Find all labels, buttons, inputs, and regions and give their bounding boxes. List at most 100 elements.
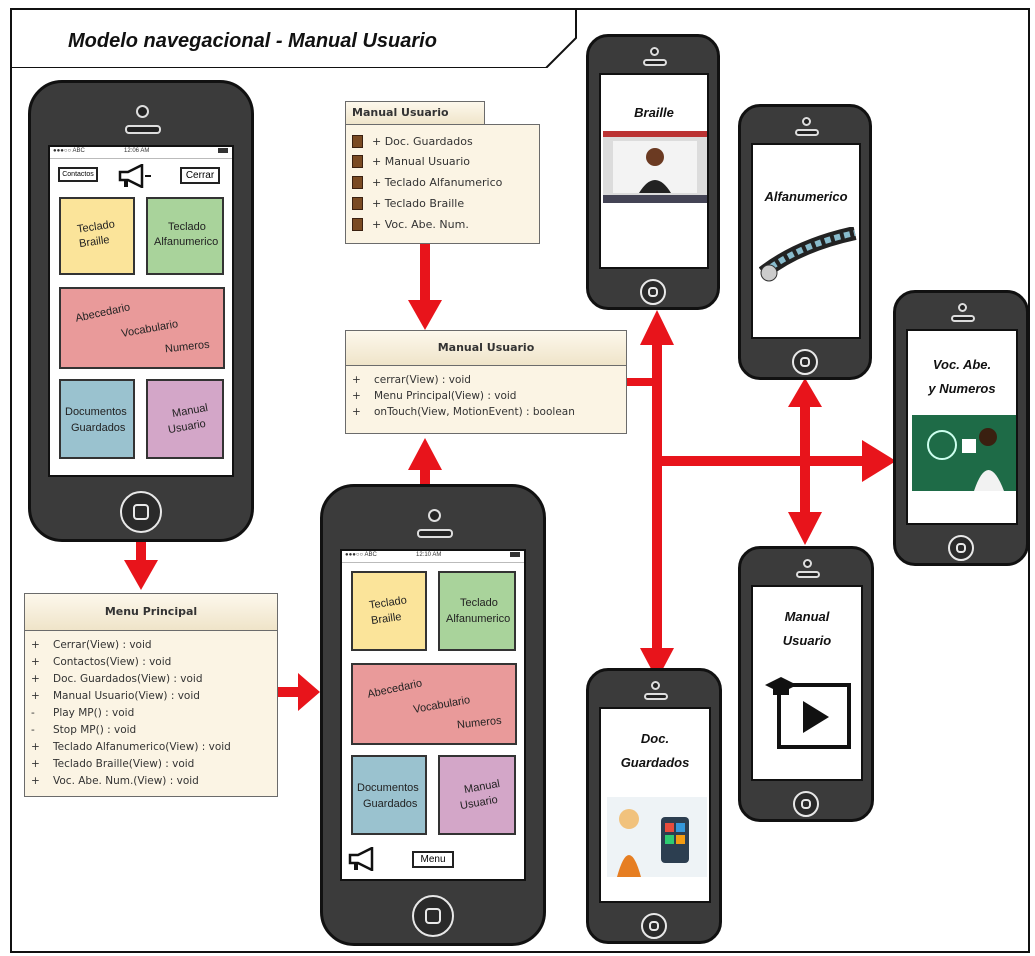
class-method: + onTouch(View, MotionEvent) : boolean <box>346 404 626 420</box>
method-signature: cerrar(View) : void <box>374 374 471 386</box>
tile-manual-usuario[interactable]: Manual Usuario <box>438 755 516 835</box>
tile-label: Guardados <box>71 422 126 434</box>
tile-teclado-braille[interactable]: Teclado Braille <box>59 197 135 275</box>
phone-speaker <box>796 571 820 578</box>
battery-icon <box>510 552 520 557</box>
tile-teclado-braille[interactable]: Teclado Braille <box>351 571 427 651</box>
package-item-label: + Teclado Braille <box>372 197 465 210</box>
method-visibility: + <box>352 406 361 418</box>
phone-speaker <box>795 129 819 136</box>
main-phone: ●●●○○ ABC 12:06 AM Contactos Cerrar Tecl… <box>28 80 254 542</box>
tile-documentos-guardados[interactable]: Documentos Guardados <box>351 755 427 835</box>
method-visibility: + <box>31 639 40 651</box>
tile-label: Usuario <box>167 417 207 437</box>
status-time: 12:10 AM <box>416 552 442 558</box>
teacher-image <box>912 415 1016 491</box>
title-tab <box>10 8 577 68</box>
arrow-manual-branch <box>627 378 657 386</box>
class-method: + Voc. Abe. Num.(View) : void <box>25 773 277 790</box>
arrow-package-to-manual-head <box>408 300 442 330</box>
film-strip-image <box>759 227 857 282</box>
phone-camera <box>803 559 812 568</box>
status-carrier: ●●●○○ ABC <box>53 148 85 154</box>
home-button[interactable] <box>640 279 666 305</box>
braille-video-thumbnail <box>603 131 707 203</box>
menu-button[interactable]: Menu <box>412 851 454 868</box>
package-item-label: + Manual Usuario <box>372 155 470 168</box>
tile-label: Numeros <box>456 714 503 732</box>
method-visibility: + <box>31 656 40 668</box>
arrow-to-braille-head <box>640 310 674 345</box>
battery-icon <box>218 148 228 153</box>
contactos-button[interactable]: Contactos <box>58 167 98 182</box>
class-method: + cerrar(View) : void <box>346 372 626 388</box>
method-signature: Contactos(View) : void <box>53 656 172 668</box>
package-icon <box>352 176 363 189</box>
tile-label: Vocabulario <box>120 318 180 340</box>
voc-phone: Voc. Abe. y Numeros <box>893 290 1029 566</box>
arrow-right-trunk <box>800 400 810 520</box>
video-tutorial-icon <box>765 677 851 749</box>
screen-title: Guardados <box>620 755 690 770</box>
arrow-to-voc-head <box>862 440 896 482</box>
tile-label: Guardados <box>363 798 418 810</box>
package-icon <box>352 135 363 148</box>
class-method: + Contactos(View) : void <box>25 654 277 671</box>
phone-speaker <box>644 693 668 700</box>
tile-label: Teclado <box>460 597 498 609</box>
tile-label: Documentos <box>65 406 127 418</box>
method-visibility: + <box>31 690 40 702</box>
tile-abecedario[interactable]: Abecedario Vocabulario Numeros <box>59 287 225 369</box>
phone-camera <box>651 681 660 690</box>
method-signature: Teclado Braille(View) : void <box>53 758 195 770</box>
tile-label: Numeros <box>164 338 211 356</box>
tile-teclado-alfanumerico[interactable]: Teclado Alfanumerico <box>438 571 516 651</box>
tile-label: Abecedario <box>74 301 132 325</box>
braille-phone: Braille <box>586 34 720 310</box>
class-name: Manual Usuario <box>346 331 626 366</box>
package-item-label: + Doc. Guardados <box>372 135 473 148</box>
package-item: + Voc. Abe. Num. <box>346 216 539 236</box>
arrow-trunk <box>652 340 662 654</box>
screen-title: Voc. Abe. <box>932 357 992 372</box>
megaphone-icon <box>118 164 151 188</box>
package-icon <box>352 218 363 231</box>
arrow-phone-to-manual-head <box>408 438 442 470</box>
screen-title: Braille <box>634 105 674 120</box>
package-body: + Doc. Guardados + Manual Usuario + Tecl… <box>345 124 540 244</box>
method-visibility: + <box>352 390 361 402</box>
arrow-to-alfa-head <box>788 378 822 407</box>
tile-documentos-guardados[interactable]: Documentos Guardados <box>59 379 135 459</box>
tile-manual-usuario[interactable]: Manual Usuario <box>146 379 224 459</box>
package-item: + Manual Usuario <box>346 153 539 173</box>
home-button[interactable] <box>948 535 974 561</box>
second-phone: ●●●○○ ABC 12:10 AM Teclado Braille Tecla… <box>320 484 546 946</box>
method-signature: onTouch(View, MotionEvent) : boolean <box>374 406 575 418</box>
screen-title: y Numeros <box>928 381 996 396</box>
method-signature: Voc. Abe. Num.(View) : void <box>53 775 199 787</box>
home-button[interactable] <box>120 491 162 533</box>
manual-phone: Manual Usuario <box>738 546 874 822</box>
home-button[interactable] <box>641 913 667 939</box>
method-signature: Teclado Alfanumerico(View) : void <box>53 741 231 753</box>
alfanumerico-screen: Alfanumerico <box>751 143 861 339</box>
tile-label: Teclado <box>168 221 206 233</box>
tile-label: Alfanumerico <box>446 613 511 625</box>
class-method: + Manual Usuario(View) : void <box>25 688 277 705</box>
home-button[interactable] <box>793 791 819 817</box>
method-signature: Stop MP() : void <box>53 724 137 736</box>
home-button[interactable] <box>412 895 454 937</box>
phone-speaker <box>125 125 161 134</box>
method-visibility: - <box>31 724 35 736</box>
package-item-label: + Teclado Alfanumerico <box>372 176 503 189</box>
arrow-phone-to-manual <box>420 465 430 493</box>
tile-teclado-alfanumerico[interactable]: Teclado Alfanumerico <box>146 197 224 275</box>
cerrar-button[interactable]: Cerrar <box>180 167 220 184</box>
tile-abecedario[interactable]: Abecedario Vocabulario Numeros <box>351 663 517 745</box>
package-tab: Manual Usuario <box>345 101 485 125</box>
doc-screen: Doc. Guardados <box>599 707 711 903</box>
phone-speaker <box>417 529 453 538</box>
home-button[interactable] <box>792 349 818 375</box>
arrow-menu-to-phone-head <box>298 673 320 711</box>
